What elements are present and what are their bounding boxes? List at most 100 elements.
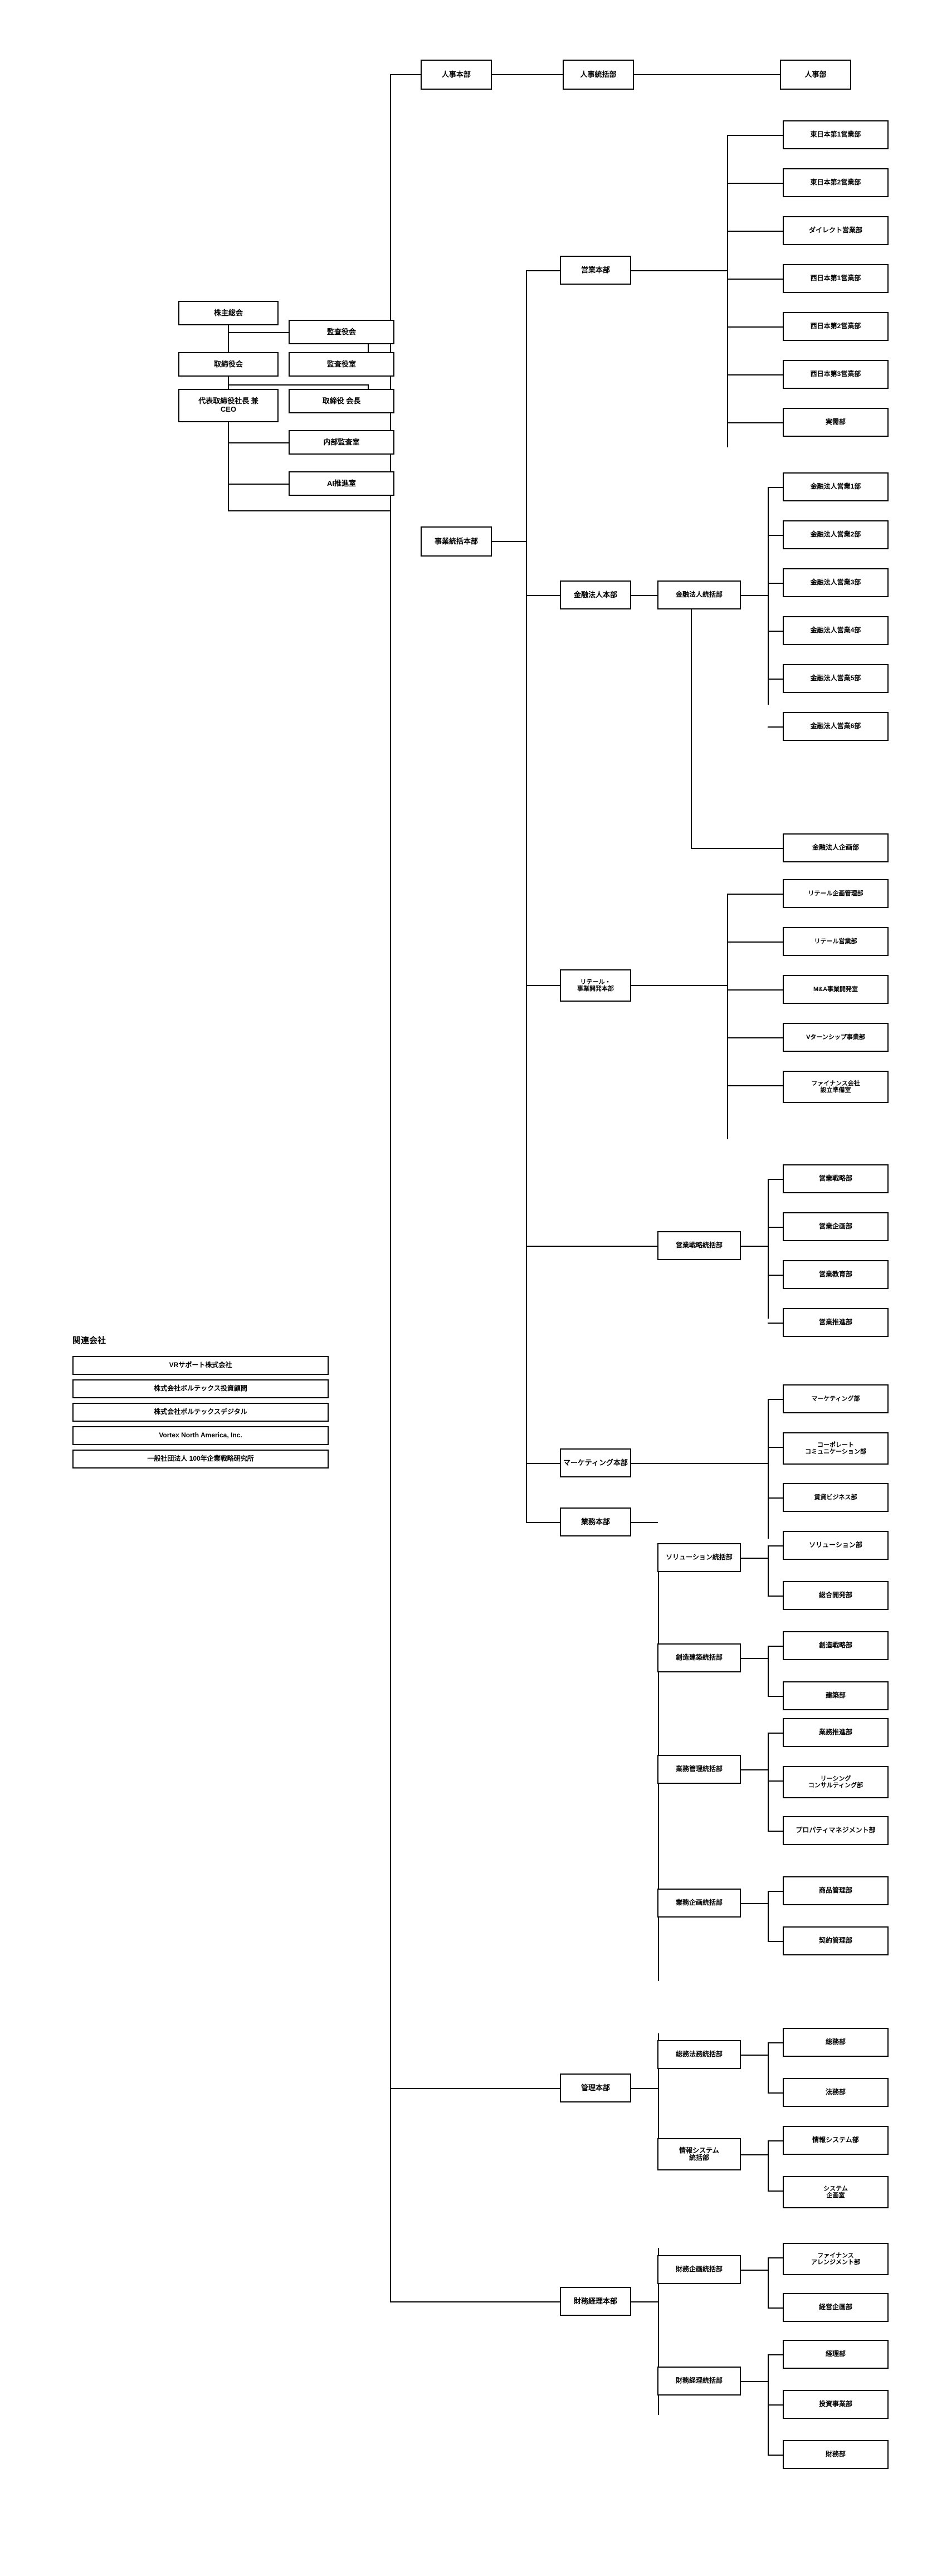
node-operations-1-child-0[interactable]: 創造戦略部 [783, 1631, 889, 1660]
node-financial-planning-dept[interactable]: 金融法人企画部 [783, 833, 889, 862]
node-sales-dept-4[interactable]: 西日本第2営業部 [783, 312, 889, 341]
node-financial-dept-3[interactable]: 金融法人営業4部 [783, 616, 889, 645]
node-marketing-dept-2[interactable]: 賃貸ビジネス部 [783, 1483, 889, 1512]
node-sales-strategy-dept-1[interactable]: 営業企画部 [783, 1212, 889, 1241]
node-operations-1-child-1[interactable]: 建築部 [783, 1681, 889, 1710]
connector [526, 270, 527, 1523]
related-companies-heading: 関連会社 [72, 1334, 106, 1346]
related-company-0[interactable]: VRサポート株式会社 [72, 1356, 329, 1375]
node-internal-audit-office[interactable]: 内部監査室 [289, 430, 394, 455]
connector [727, 326, 783, 328]
related-company-2[interactable]: 株式会社ボルテックスデジタル [72, 1403, 329, 1422]
node-sales-strategy-dept-0[interactable]: 営業戦略部 [783, 1164, 889, 1193]
node-finance-accounting-hq[interactable]: 財務経理本部 [560, 2287, 631, 2316]
node-sales-strategy-dept-2[interactable]: 営業教育部 [783, 1260, 889, 1289]
node-sales-dept-0[interactable]: 東日本第1営業部 [783, 120, 889, 149]
node-management-hq[interactable]: 管理本部 [560, 2074, 631, 2102]
node-financial-dept-1[interactable]: 金融法人営業2部 [783, 520, 889, 549]
node-operations-group-0[interactable]: ソリューション統括部 [657, 1543, 741, 1572]
node-label: 金融法人本部 [573, 590, 617, 599]
node-management-1-child-0[interactable]: 情報システム部 [783, 2126, 889, 2155]
node-finance-0-child-0[interactable]: ファイナンスアレンジメント部 [783, 2243, 889, 2275]
node-shareholders-meeting[interactable]: 株主総会 [178, 301, 279, 325]
related-company-1[interactable]: 株式会社ボルテックス投資顧問 [72, 1379, 329, 1398]
node-ai-promotion-office[interactable]: AI推進室 [289, 471, 394, 496]
node-retail-dept-3[interactable]: Vターンシップ事業部 [783, 1023, 889, 1052]
node-finance-1-child-1[interactable]: 投資事業部 [783, 2390, 889, 2419]
node-retail-dept-4[interactable]: ファイナンス会社設立準備室 [783, 1071, 889, 1103]
node-financial-general[interactable]: 金融法人統括部 [657, 580, 741, 609]
node-audit-board[interactable]: 監査役会 [289, 320, 394, 344]
node-operations-group-1[interactable]: 創造建築統括部 [657, 1643, 741, 1672]
connector [631, 270, 727, 271]
node-operations-group-3[interactable]: 業務企画統括部 [657, 1889, 741, 1918]
node-label-line1: リテール・ [580, 978, 611, 985]
node-operations-group-2[interactable]: 業務管理統括部 [657, 1755, 741, 1784]
node-operations-hq[interactable]: 業務本部 [560, 1507, 631, 1536]
node-financial-dept-5[interactable]: 金融法人営業6部 [783, 712, 889, 741]
node-management-1-child-1[interactable]: システム企画室 [783, 2176, 889, 2208]
connector [492, 541, 526, 542]
node-chairman[interactable]: 取締役 会長 [289, 389, 394, 413]
related-company-4[interactable]: 一般社団法人 100年企業戦略研究所 [72, 1450, 329, 1468]
connector [768, 1275, 783, 1276]
node-label: リテール営業部 [814, 938, 857, 945]
node-sales-strategy-dept-3[interactable]: 営業推進部 [783, 1308, 889, 1337]
node-marketing-hq[interactable]: マーケティング本部 [560, 1448, 631, 1477]
node-financial-dept-4[interactable]: 金融法人営業5部 [783, 664, 889, 693]
connector [228, 442, 289, 443]
node-marketing-dept-1[interactable]: コーポレートコミュニケーション部 [783, 1432, 889, 1465]
node-marketing-dept-0[interactable]: マーケティング部 [783, 1384, 889, 1413]
node-finance-group-1[interactable]: 財務経理統括部 [657, 2367, 741, 2396]
node-retail-hq[interactable]: リテール・ 事業開発本部 [560, 969, 631, 1002]
node-operations-0-child-1[interactable]: 総合開発部 [783, 1581, 889, 1610]
node-audit-office[interactable]: 監査役室 [289, 352, 394, 377]
connector [768, 2190, 783, 2192]
node-financial-hq[interactable]: 金融法人本部 [560, 580, 631, 609]
node-sales-dept-5[interactable]: 西日本第3営業部 [783, 360, 889, 389]
node-operations-3-child-0[interactable]: 商品管理部 [783, 1876, 889, 1905]
node-operations-3-child-1[interactable]: 契約管理部 [783, 1926, 889, 1955]
node-sales-hq[interactable]: 営業本部 [560, 256, 631, 285]
node-label: 監査役会 [326, 327, 356, 336]
node-business-hq[interactable]: 事業統括本部 [421, 526, 492, 557]
node-management-0-child-0[interactable]: 総務部 [783, 2028, 889, 2057]
node-label: 賃貸ビジネス部 [814, 1494, 857, 1501]
node-label: マーケティング部 [811, 1395, 860, 1402]
node-sales-dept-6[interactable]: 実需部 [783, 408, 889, 437]
node-operations-2-child-0[interactable]: 業務推進部 [783, 1718, 889, 1747]
node-sales-dept-2[interactable]: ダイレクト営業部 [783, 216, 889, 245]
node-retail-dept-2[interactable]: M&A事業開発室 [783, 975, 889, 1004]
node-label: 創造戦略部 [818, 1641, 852, 1650]
connector [368, 384, 369, 390]
node-hr-hq[interactable]: 人事本部 [421, 60, 492, 90]
node-label: 金融法人営業4部 [810, 626, 861, 635]
node-finance-0-child-1[interactable]: 経営企画部 [783, 2293, 889, 2322]
related-company-3[interactable]: Vortex North America, Inc. [72, 1426, 329, 1445]
node-ceo[interactable]: 代表取締役社長 兼 CEO [178, 389, 279, 422]
node-finance-1-child-2[interactable]: 財務部 [783, 2440, 889, 2469]
node-sales-dept-1[interactable]: 東日本第2営業部 [783, 168, 889, 197]
node-hr-general[interactable]: 人事統括部 [563, 60, 634, 90]
node-management-group-0[interactable]: 総務法務統括部 [657, 2040, 741, 2069]
node-operations-2-child-1[interactable]: リーシングコンサルティング部 [783, 1766, 889, 1798]
connector [691, 848, 783, 849]
node-financial-dept-2[interactable]: 金融法人営業3部 [783, 568, 889, 597]
node-label: 総合開発部 [818, 1591, 852, 1599]
node-operations-0-child-0[interactable]: ソリューション部 [783, 1531, 889, 1560]
node-board-of-directors[interactable]: 取締役会 [178, 352, 279, 377]
node-sales-dept-3[interactable]: 西日本第1営業部 [783, 264, 889, 293]
node-finance-1-child-0[interactable]: 経理部 [783, 2340, 889, 2369]
node-management-0-child-1[interactable]: 法務部 [783, 2078, 889, 2107]
node-management-group-1[interactable]: 情報システム統括部 [657, 2138, 741, 2170]
node-label: 契約管理部 [818, 1936, 852, 1945]
node-label-line2: アレンジメント部 [811, 2259, 860, 2266]
node-retail-dept-1[interactable]: リテール営業部 [783, 927, 889, 956]
node-operations-2-child-2[interactable]: プロパティマネジメント部 [783, 1816, 889, 1845]
node-sales-strategy-general[interactable]: 営業戦略統括部 [657, 1231, 741, 1260]
node-hr-dept[interactable]: 人事部 [780, 60, 851, 90]
connector [768, 2140, 769, 2190]
node-finance-group-0[interactable]: 財務企画統括部 [657, 2255, 741, 2284]
node-financial-dept-0[interactable]: 金融法人営業1部 [783, 472, 889, 501]
node-retail-dept-0[interactable]: リテール企画管理部 [783, 879, 889, 908]
